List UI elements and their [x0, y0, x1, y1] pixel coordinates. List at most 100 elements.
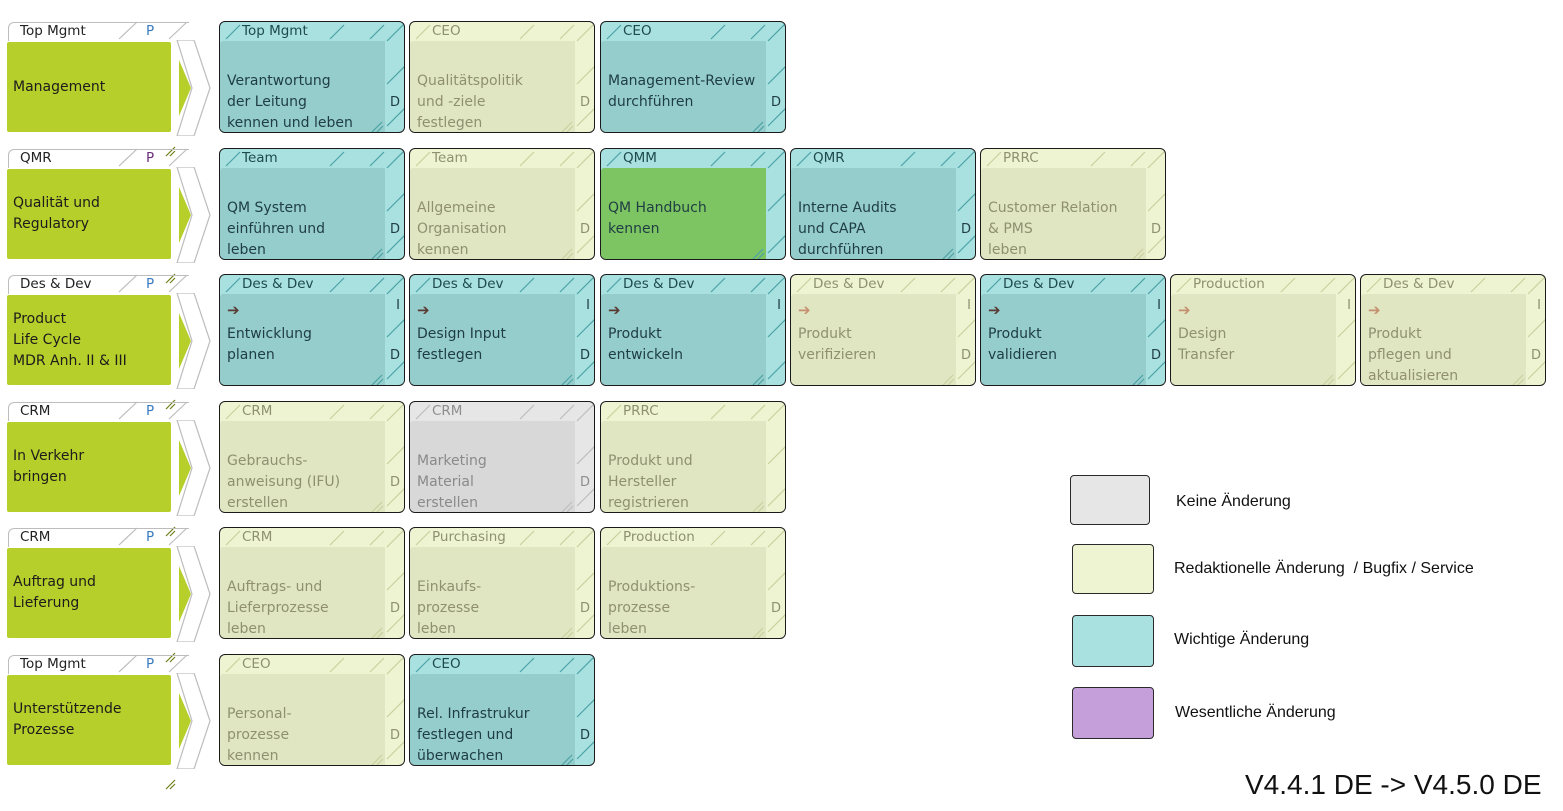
card-panel: [601, 168, 766, 259]
process-owner-label: QMR: [20, 150, 52, 166]
card-title: Produkt und Hersteller registrieren: [608, 453, 693, 511]
card-panel: [220, 294, 385, 385]
tab-slash-icon: [118, 654, 138, 673]
card-title: Rel. Infrastrukur festlegen und überwach…: [417, 706, 530, 764]
card-panel: [601, 421, 766, 512]
card-title: Produkt verifizieren: [798, 326, 877, 363]
process-name: Product Life Cycle MDR Anh. II & III: [13, 310, 127, 369]
tab-slash-icon: [118, 401, 138, 420]
card-panel: [410, 294, 575, 385]
activity-card[interactable]: Des & Dev➔Produkt pflegen und aktualisie…: [1360, 274, 1546, 386]
process-owner-label: Top Mgmt: [20, 23, 86, 39]
card-panel: [1171, 294, 1336, 385]
process-body: Unterstützende Prozesse: [7, 675, 176, 790]
arrow-right-icon: ➔: [417, 301, 430, 319]
process-tab: [8, 528, 189, 547]
card-title: Management-Review durchführen: [608, 73, 756, 110]
card-title: Customer Relation & PMS leben: [988, 200, 1118, 258]
activity-card[interactable]: QMR Interne Audits und CAPA durchführen D: [790, 148, 976, 260]
card-marker-i: I: [967, 298, 971, 313]
arrow-right-icon: ➔: [798, 301, 811, 319]
process-tab: [8, 149, 189, 168]
card-role: Team: [242, 150, 278, 166]
process-name: Management: [13, 78, 106, 95]
card-marker-d: D: [579, 222, 590, 237]
card-title: Produkt pflegen und aktualisieren: [1368, 326, 1459, 384]
card-title: Produktions- prozesse leben: [608, 579, 696, 637]
card-panel: [410, 421, 575, 512]
card-title: QM Handbuch kennen: [608, 200, 707, 237]
card-panel: [601, 41, 766, 132]
card-role: PRRC: [1003, 150, 1039, 166]
process-body: In Verkehr bringen: [7, 422, 176, 537]
card-marker-d: D: [579, 475, 590, 490]
card-panel: [220, 168, 385, 259]
card-role: QMR: [813, 150, 845, 166]
card-title: Gebrauchs- anweisung (IFU) erstellen: [227, 453, 341, 511]
card-marker-d: D: [389, 601, 400, 616]
tab-slash-icon: [168, 274, 188, 293]
card-marker-d: D: [1150, 222, 1161, 237]
card-title: Personal- prozesse kennen: [227, 706, 292, 764]
card-panel: [981, 294, 1146, 385]
card-panel: [601, 294, 766, 385]
activity-card[interactable]: PRRC Customer Relation & PMS leben D: [980, 148, 1166, 260]
card-marker-d: D: [579, 601, 590, 616]
card-role: Top Mgmt: [242, 23, 308, 39]
process-tab: [8, 655, 189, 674]
process-name: Qualität und Regulatory: [13, 195, 100, 232]
arrow-right-icon: ➔: [1368, 301, 1381, 319]
legend-swatch-essential: [1072, 687, 1154, 739]
process-body: Auftrag und Lieferung: [7, 548, 176, 663]
chevron-right-icon: [176, 39, 212, 137]
arrow-right-icon: ➔: [988, 301, 1001, 319]
card-title: Interne Audits und CAPA durchführen: [798, 200, 897, 258]
card-marker-i: I: [1157, 298, 1161, 313]
process-body: Management: [7, 42, 176, 157]
legend-swatch-important: [1072, 615, 1154, 667]
card-title: Verantwortung der Leitung kennen und leb…: [227, 73, 353, 131]
card-role: Des & Dev: [242, 276, 314, 292]
process-type-label: P: [146, 403, 155, 419]
card-panel: [1361, 294, 1526, 385]
card-marker-d: D: [389, 728, 400, 743]
process-name: In Verkehr bringen: [13, 448, 85, 485]
card-marker-i: I: [1537, 298, 1541, 313]
card-marker-i: I: [1347, 298, 1351, 313]
card-marker-i: I: [396, 298, 400, 313]
card-marker-d: D: [389, 475, 400, 490]
card-marker-d: D: [770, 601, 781, 616]
card-marker-d: D: [960, 222, 971, 237]
card-panel: [981, 168, 1146, 259]
card-marker-d: D: [389, 95, 400, 110]
card-title: QM System einführen und leben: [227, 200, 326, 258]
version-label: V4.4.1 DE -> V4.5.0 DE: [1245, 769, 1542, 800]
